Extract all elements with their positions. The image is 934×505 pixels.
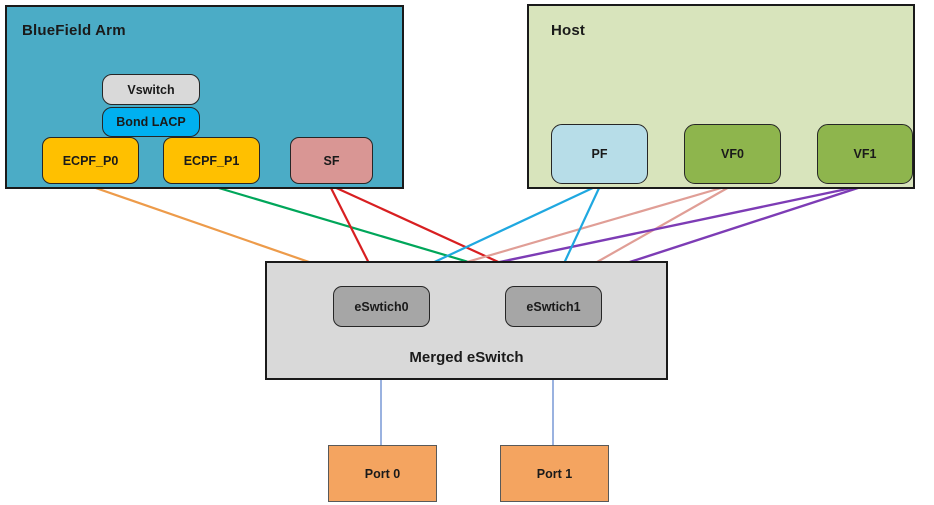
host-title: Host [551, 22, 586, 39]
node-eswitch0[interactable]: eSwtich0 [333, 286, 430, 327]
node-eswitch1[interactable]: eSwtich1 [505, 286, 602, 327]
node-vf0[interactable]: VF0 [684, 124, 781, 184]
node-sf[interactable]: SF [290, 137, 373, 184]
node-vswitch[interactable]: Vswitch [102, 74, 200, 105]
node-ecpf-p1[interactable]: ECPF_P1 [163, 137, 260, 184]
port-1-box[interactable]: Port 1 [500, 445, 609, 502]
bluefield-arm-title: BlueField Arm [22, 22, 126, 39]
merged-eswitch-label: Merged eSwitch [409, 349, 524, 366]
port-0-box[interactable]: Port 0 [328, 445, 437, 502]
node-ecpf-p0[interactable]: ECPF_P0 [42, 137, 139, 184]
node-vf1[interactable]: VF1 [817, 124, 913, 184]
node-bond-lacp[interactable]: Bond LACP [102, 107, 200, 137]
node-pf[interactable]: PF [551, 124, 648, 184]
